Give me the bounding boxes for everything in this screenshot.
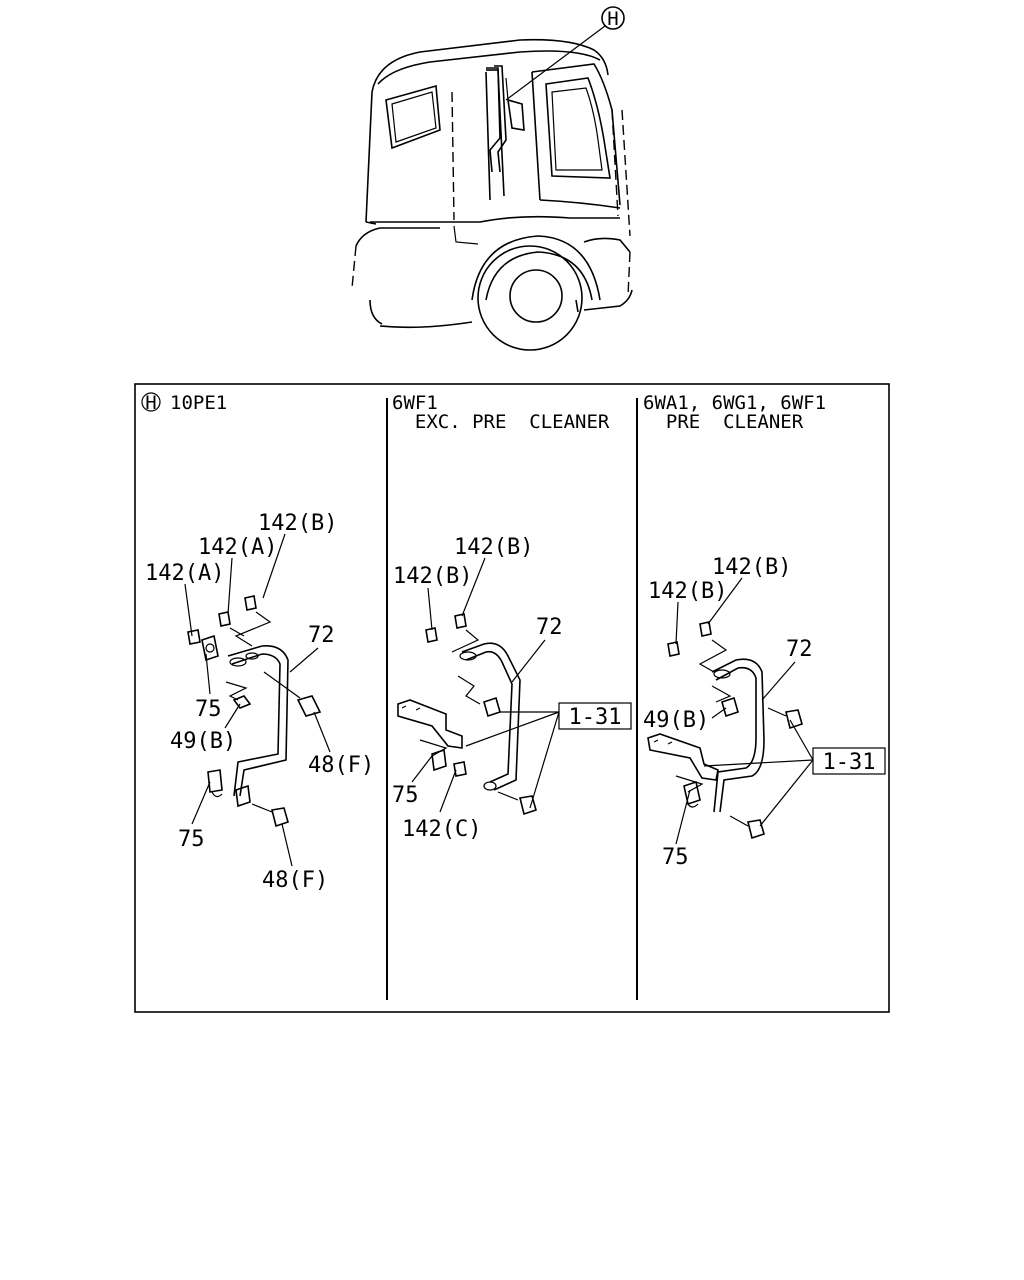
panel-10pe1: H 10PE1 142(B) 142(A) 142(A) 72 75 49(B)… xyxy=(141,392,374,893)
panel-marker: H xyxy=(145,392,156,414)
part-label: 48(F) xyxy=(308,753,374,778)
part-label: 72 xyxy=(536,615,563,640)
ref-box xyxy=(558,702,632,730)
part-label: 49(B) xyxy=(170,729,236,754)
panel-title-line2: PRE CLEANER xyxy=(643,411,804,433)
part-label: 49(B) xyxy=(643,708,709,733)
part-label: 142(B) xyxy=(258,511,337,536)
panel-title-line1: 6WA1, 6WG1, 6WF1 xyxy=(643,392,826,414)
part-label: 72 xyxy=(308,623,335,648)
panel-6wa1-6wg1-6wf1-pre-cleaner: 6WA1, 6WG1, 6WF1 PRE CLEANER 142(B) 142(… xyxy=(643,392,886,870)
panel-6wf1-exc-pre-cleaner: 6WF1 EXC. PRE CLEANER 142(B) 142(B) 72 1… xyxy=(392,392,632,842)
parts-frame xyxy=(134,383,890,1013)
part-label: 142(A) xyxy=(198,535,277,560)
part-label: 142(C) xyxy=(402,817,481,842)
part-label: 142(B) xyxy=(454,535,533,560)
ref-label: 1-31 xyxy=(569,705,622,730)
panel-title: 10PE1 xyxy=(170,392,227,414)
panel-title-line2: EXC. PRE CLEANER xyxy=(392,411,610,433)
part-label: 48(F) xyxy=(262,868,328,893)
part-label: 142(A) xyxy=(145,561,224,586)
panel-title-line1: 6WF1 xyxy=(392,392,438,414)
part-label: 75 xyxy=(195,697,222,722)
part-label: 75 xyxy=(392,783,419,808)
part-label: 142(B) xyxy=(712,555,791,580)
callout-letter: H xyxy=(607,8,618,30)
ref-label: 1-31 xyxy=(823,750,876,775)
callout-H: H xyxy=(505,6,625,101)
part-label: 142(B) xyxy=(648,579,727,604)
part-label: 75 xyxy=(178,827,205,852)
part-label: 142(B) xyxy=(393,564,472,589)
ref-box xyxy=(812,747,886,775)
part-label: 72 xyxy=(786,637,813,662)
part-label: 75 xyxy=(662,845,689,870)
truck-cab-illustration xyxy=(351,38,633,351)
